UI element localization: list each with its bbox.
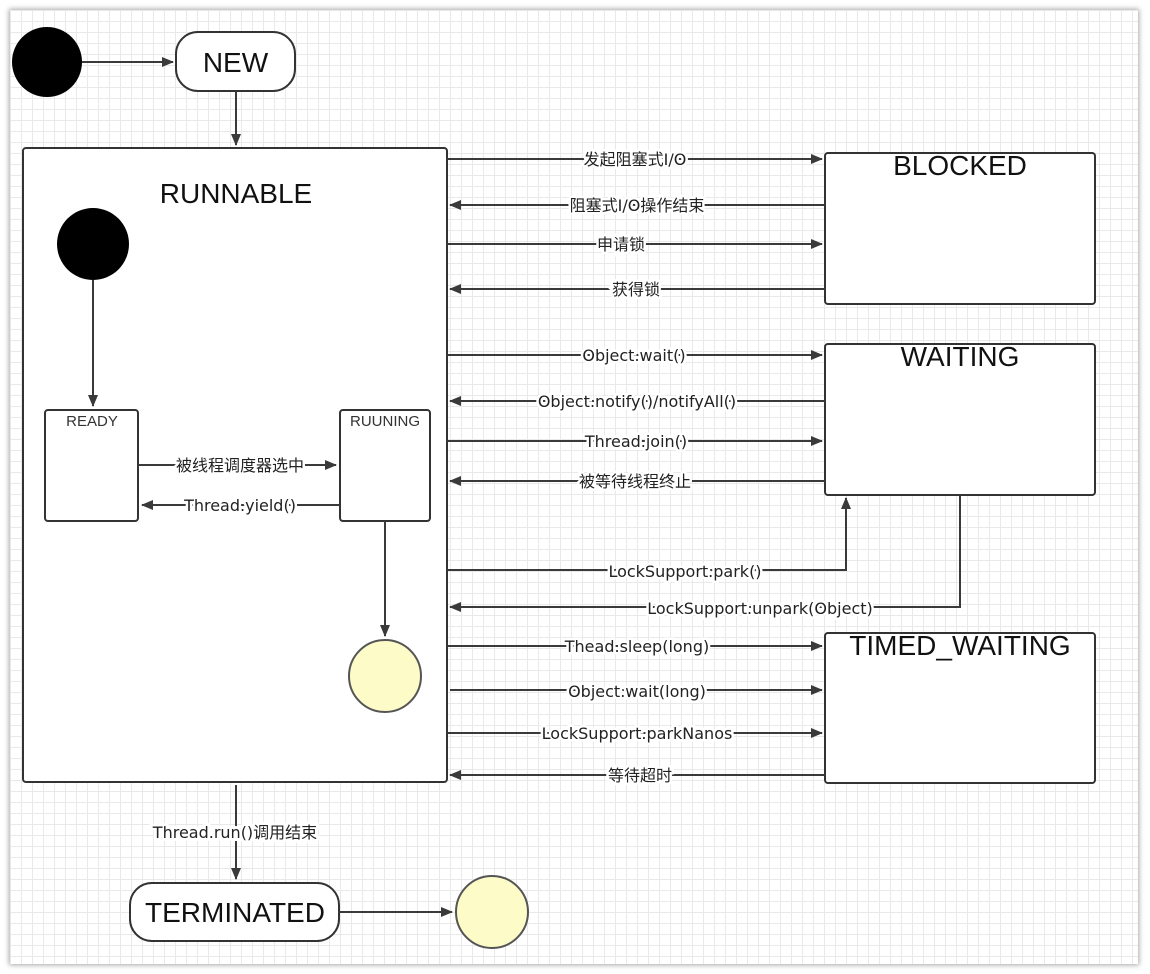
inner-final-node bbox=[348, 639, 422, 713]
state-blocked-label: BLOCKED bbox=[893, 150, 1027, 181]
label-acquire-lock: 获得锁 bbox=[612, 280, 660, 299]
state-runnable-label: RUNNABLE bbox=[160, 178, 312, 209]
edge-lock-unpark bbox=[449, 495, 961, 612]
edge-lock-park bbox=[447, 497, 851, 571]
label-waited-thread-ends: 被等待线程终止 bbox=[579, 472, 691, 491]
label-blocked-io-end: 阻塞式I/O操作结束 bbox=[570, 196, 705, 215]
state-running-label: RUUNING bbox=[350, 413, 420, 430]
state-timed-waiting-label: TIMED_WAITING bbox=[849, 630, 1070, 661]
label-park-nanos: LockSupport.parkNanos bbox=[542, 724, 733, 743]
state-blocked[interactable] bbox=[824, 152, 1096, 305]
label-request-lock: 申请锁 bbox=[597, 235, 645, 254]
initial-node bbox=[12, 27, 82, 97]
label-object-wait: Object.wait() bbox=[582, 346, 685, 365]
label-lock-park: LockSupport.park() bbox=[608, 562, 761, 581]
state-new-label: NEW bbox=[203, 47, 269, 78]
label-thread-sleep: Thead.sleep(long) bbox=[564, 637, 709, 656]
label-thread-join: Thread.join() bbox=[584, 432, 687, 451]
label-ready-to-running: 被线程调度器选中 bbox=[176, 456, 304, 475]
state-timed-waiting[interactable] bbox=[824, 632, 1096, 784]
state-ready-label: READY bbox=[66, 413, 118, 430]
inner-initial-node bbox=[57, 208, 129, 280]
state-waiting-label: WAITING bbox=[901, 341, 1020, 372]
state-terminated-label: TERMINATED bbox=[145, 897, 325, 928]
final-node bbox=[455, 875, 529, 949]
label-run-ends: Thread.run()调用结束 bbox=[152, 823, 317, 842]
label-blocked-io-start: 发起阻塞式I/O bbox=[584, 150, 687, 169]
label-lock-unpark: LockSupport.unpark(Object) bbox=[647, 599, 873, 618]
label-running-to-ready: Thread.yield() bbox=[183, 496, 296, 515]
label-wait-timeout: 等待超时 bbox=[608, 766, 672, 785]
label-object-wait-long: Object.wait(long) bbox=[568, 682, 706, 701]
label-object-notify: Object.notify()/notifyAll() bbox=[538, 392, 736, 411]
